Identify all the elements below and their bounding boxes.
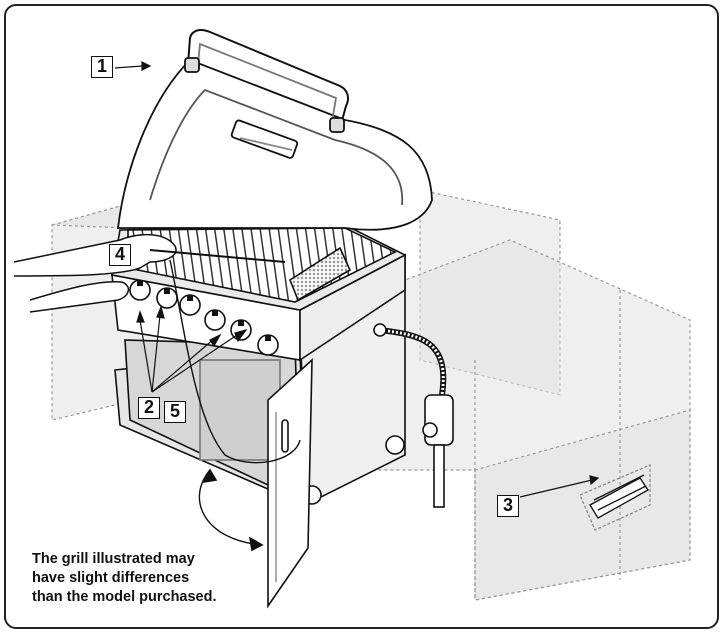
grill-lid <box>116 29 433 231</box>
gas-hose-assembly <box>169 259 454 508</box>
caption-line: than the model purchased. <box>32 589 217 605</box>
disclaimer-caption: The grill illustrated may have slight di… <box>32 550 292 607</box>
callout-5: 5 <box>164 401 186 423</box>
lid-handle <box>187 29 349 129</box>
leader-2c <box>151 337 216 393</box>
leader-2a <box>139 319 153 393</box>
control-panel <box>111 253 406 362</box>
cooking-box <box>111 224 407 311</box>
leader-2d <box>151 332 241 393</box>
ignition-wire <box>169 259 301 464</box>
warming-side-shelf <box>289 246 352 302</box>
gas-pipe <box>433 444 445 508</box>
enclosure-front-block <box>474 409 691 601</box>
callout-2: 2 <box>138 397 160 419</box>
hand-illustration <box>13 233 286 313</box>
lid-thermometer <box>230 119 299 159</box>
door-swing-arrow <box>198 469 263 546</box>
caster-wheel <box>385 435 405 455</box>
battery-compartment <box>579 464 651 531</box>
callout-1: 1 <box>91 56 113 78</box>
caption-line: The grill illustrated may <box>32 551 195 567</box>
leader-3 <box>519 479 593 498</box>
door-handle <box>281 419 289 453</box>
leader-2b <box>151 314 161 393</box>
leader-lines <box>114 61 600 498</box>
callout-4: 4 <box>109 244 131 266</box>
cabinet-door <box>198 358 313 609</box>
leader-1 <box>114 65 143 69</box>
cleaning-brush <box>149 249 286 263</box>
caption-line: have slight differences <box>32 570 190 586</box>
diagram-frame <box>4 4 719 629</box>
callout-3: 3 <box>497 495 519 517</box>
